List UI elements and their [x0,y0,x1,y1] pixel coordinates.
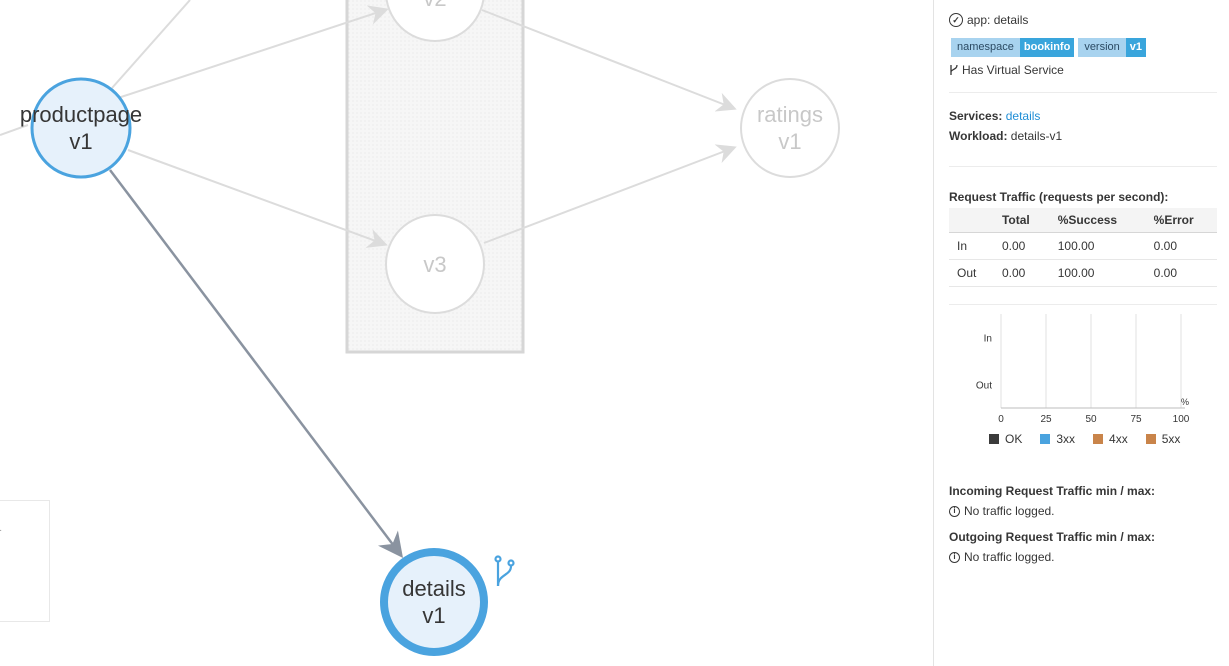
node-details-v1[interactable]: details v1 [380,548,488,656]
chart-category-label: Out [976,381,992,392]
offscreen-card: · [0,500,50,622]
incoming-traffic-message: i No traffic logged. [949,504,1055,518]
legend-swatch [1093,434,1104,444]
node-details-name: details [402,576,466,601]
info-icon: i [949,551,960,563]
chart-tick-label: 25 [1040,414,1052,425]
legend-item-4xx[interactable]: 4xx [1093,432,1128,446]
table-header-row: Total %Success %Error [949,208,1217,233]
chart-unit-label: % [1181,397,1189,407]
node-ratings-v1[interactable]: ratings v1 [740,78,840,178]
label-namespace-value: bookinfo [1019,38,1075,57]
code-branch-icon [950,64,958,75]
incoming-traffic-title: Incoming Request Traffic min / max: [949,484,1156,498]
edge-productpage-reviews-v2[interactable] [117,5,389,99]
divider [949,92,1217,93]
node-productpage-name: productpage [20,102,142,127]
label-namespace-key: namespace [951,38,1020,57]
table-header [949,208,994,233]
legend-item-5xx[interactable]: 5xx [1145,432,1181,446]
legend-item-3xx[interactable]: 3xx [1040,432,1075,446]
table-cell: 100.00 [1049,259,1146,287]
graph-svg[interactable]: v2 v3 ratings v1 productpage v1 details … [0,0,933,666]
request-traffic-table: Total %Success %Error In 0.00 100.00 0.0… [949,208,1217,287]
workload-row: Workload: details-v1 [949,129,1062,143]
edge-reviews-v2-ratings[interactable] [481,9,737,112]
node-ratings-version: v1 [778,129,801,154]
request-traffic-title: Request Traffic (requests per second): [949,190,1169,204]
edge-reviews-v3-ratings[interactable] [483,144,737,244]
outgoing-traffic-value: No traffic logged. [964,550,1055,564]
divider [949,304,1217,305]
node-reviews-v3-version: v3 [423,252,446,277]
chart-legend: OK 3xx 4xx 5xx [989,432,1180,446]
table-cell: 0.00 [1145,259,1217,287]
workload-value: details-v1 [1010,129,1063,143]
table-cell: Out [949,259,994,287]
edge-productpage-reviews-v3[interactable] [127,149,388,248]
branch-icon [494,555,515,587]
table-header: %Success [1049,208,1146,233]
node-ratings-name: ratings [757,102,823,127]
app-name: app: details [967,13,1029,27]
table-header: Total [993,208,1050,233]
table-cell: 0.00 [993,232,1050,260]
legend-swatch [989,434,999,444]
chart-tick-label: 100 [1173,414,1190,425]
legend-label: 4xx [1109,432,1128,446]
chart-category-label: In [984,334,992,345]
node-reviews-v3[interactable]: v3 [385,214,485,314]
label-version-value: v1 [1125,38,1147,57]
incoming-traffic-value: No traffic logged. [964,504,1055,518]
table-cell: 0.00 [1145,232,1217,260]
edge-productpage-offscreen[interactable] [111,0,191,89]
check-circle-icon: ✓ [949,13,963,27]
legend-label: 5xx [1161,432,1181,446]
table-row: Out 0.00 100.00 0.00 [949,259,1217,287]
table-cell: 0.00 [993,259,1050,287]
table-header: %Error [1145,208,1217,233]
services-label: Services: [949,109,1003,123]
legend-label: 3xx [1056,432,1076,446]
legend-label: OK [1005,432,1023,446]
virtual-service-text: Has Virtual Service [962,63,1064,77]
graph-canvas[interactable]: v2 v3 ratings v1 productpage v1 details … [0,0,933,666]
table-cell: 100.00 [1049,232,1146,260]
info-icon: i [949,505,960,517]
outgoing-traffic-title: Outgoing Request Traffic min / max: [949,530,1156,544]
label-version-key: version [1078,38,1126,57]
legend-swatch [1040,434,1051,444]
node-reviews-v2-version: v2 [423,0,446,11]
chart-tick-label: 75 [1130,414,1142,425]
node-productpage-v1[interactable]: productpage v1 [20,77,142,179]
node-reviews-v2[interactable]: v2 [385,0,485,42]
divider [949,166,1217,167]
legend-swatch [1145,434,1156,444]
app-header: ✓ app: details [949,13,1028,27]
label-version: version v1 [1078,38,1147,57]
table-row: In 0.00 100.00 0.00 [949,232,1217,260]
edge-incoming-productpage[interactable] [0,124,29,136]
virtual-service-indicator: Has Virtual Service [949,63,1064,77]
outgoing-traffic-message: i No traffic logged. [949,550,1055,564]
chart-tick-label: 0 [998,414,1004,425]
services-row: Services: details [949,109,1040,123]
table-cell: In [949,232,994,260]
node-details-version: v1 [422,603,445,628]
services-link[interactable]: details [1005,109,1041,123]
edge-productpage-details[interactable] [109,169,404,558]
summary-panel: ✓ app: details namespace bookinfo versio… [933,0,1229,666]
node-productpage-version: v1 [69,129,92,154]
label-namespace: namespace bookinfo [951,38,1075,57]
label-badges: namespace bookinfo version v1 [951,38,1147,57]
workload-label: Workload: [949,129,1008,143]
legend-item-ok[interactable]: OK [989,432,1022,446]
chart-tick-label: 50 [1085,414,1097,425]
offscreen-card-tick: · [0,525,2,536]
